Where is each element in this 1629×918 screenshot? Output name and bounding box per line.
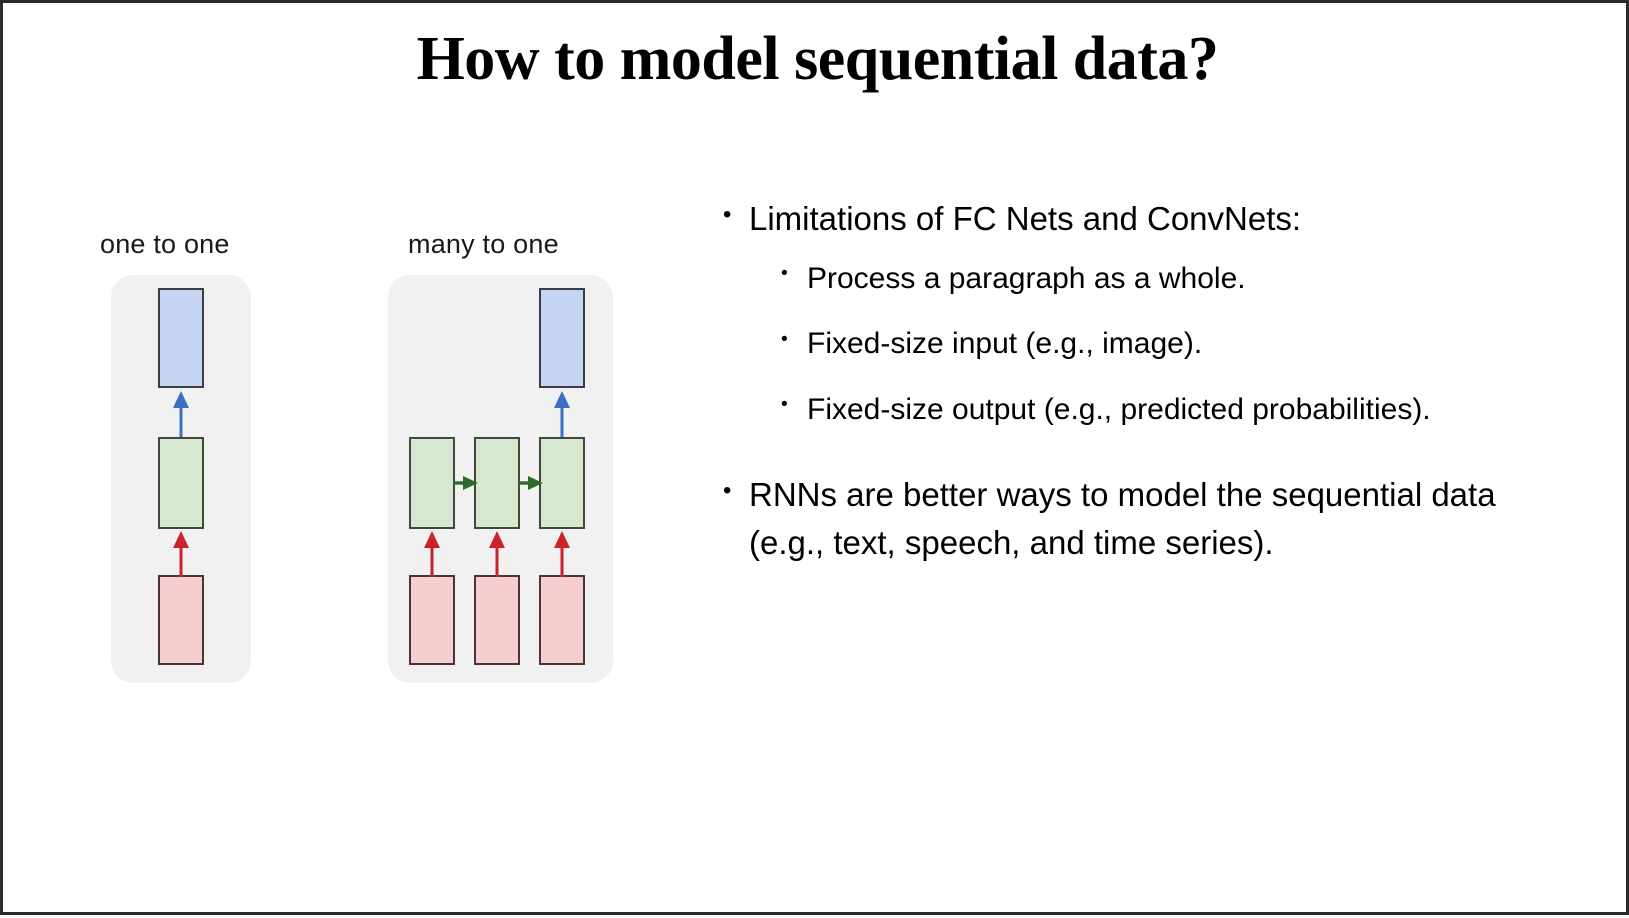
arrow-hidden-to-output-m3 [554,391,570,437]
arrow-hidden-to-output-1 [173,391,189,437]
bullet-rnns-better: RNNs are better ways to model the sequen… [715,471,1545,567]
arrow-recurrent-m1-m2 [454,476,478,490]
rnn-architecture-diagram: one to one many to one [3,3,703,918]
bullet-fixed-size-input: Fixed-size input (e.g., image). [777,322,1545,365]
panel-label-many-to-one: many to one [408,229,559,259]
arrow-input-to-hidden-m3 [554,531,570,577]
arrow-recurrent-m2-m3 [519,476,543,490]
node-hidden-m1 [409,437,455,529]
bullet-content: Limitations of FC Nets and ConvNets: Pro… [715,195,1545,581]
node-output-m [539,288,585,388]
arrow-input-to-hidden-1 [173,531,189,577]
node-hidden-1 [158,437,204,529]
arrow-input-to-hidden-m2 [489,531,505,577]
node-hidden-m2 [474,437,520,529]
bullet-process-paragraph: Process a paragraph as a whole. [777,257,1545,300]
node-hidden-m3 [539,437,585,529]
content-spacer [715,453,1545,471]
node-output-1 [158,288,204,388]
bullet-fixed-size-output: Fixed-size output (e.g., predicted proba… [777,388,1545,431]
arrow-input-to-hidden-m1 [424,531,440,577]
node-input-1 [158,575,204,665]
bullet-limitations-sublist: Process a paragraph as a whole. Fixed-si… [715,257,1545,431]
bullet-limitations: Limitations of FC Nets and ConvNets: [715,195,1545,243]
page-title: How to model sequential data? [416,25,1219,93]
panel-label-one-to-one: one to one [100,229,230,259]
node-input-m1 [409,575,455,665]
node-input-m2 [474,575,520,665]
node-input-m3 [539,575,585,665]
